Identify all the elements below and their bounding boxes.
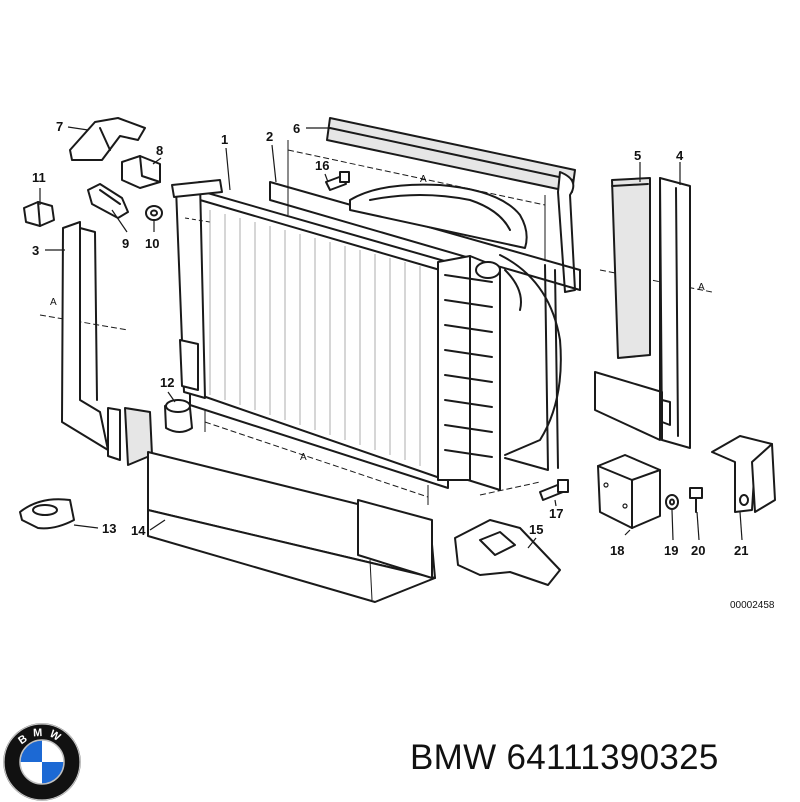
diagram-reference-code: 00002458 — [730, 600, 775, 611]
callout-11: 11 — [32, 170, 46, 185]
part-caption: BMW 64111390325 — [410, 738, 719, 777]
right-expansion-tank — [437, 255, 501, 491]
part-21-bracket — [711, 435, 776, 513]
callout-12: 12 — [160, 375, 174, 390]
radiator-fins — [209, 210, 421, 466]
part-16-bolt — [325, 171, 350, 191]
callout-15: 15 — [529, 522, 543, 537]
part-9-temperature-switch — [87, 183, 129, 219]
part-7-clip — [69, 117, 146, 161]
callout-6: 6 — [293, 121, 300, 136]
bmw-logo: BMW — [3, 723, 81, 801]
dimension-label: A — [698, 282, 705, 293]
part-15-lower-mount — [454, 519, 561, 586]
part-4-right-bracket — [594, 177, 691, 449]
fan-shroud-dome — [349, 183, 562, 456]
callout-18: 18 — [610, 543, 624, 558]
dimension-label: A — [300, 452, 307, 463]
callout-5: 5 — [634, 148, 641, 163]
part-20-screw — [689, 487, 703, 513]
callout-14: 14 — [131, 523, 146, 538]
callout-17: 17 — [549, 506, 563, 521]
part-10-washer — [145, 205, 163, 221]
logo-quadrant-blue — [42, 762, 64, 784]
part-1-radiator — [171, 179, 449, 489]
part-17-bolt — [539, 479, 569, 501]
callout-labels: 1 2 3 4 5 6 7 8 9 10 11 12 13 14 15 16 1… — [32, 119, 748, 558]
part-3-left-bracket — [61, 221, 153, 466]
part-11-drain-plug — [23, 201, 55, 227]
callout-3: 3 — [32, 243, 39, 258]
callout-20: 20 — [691, 543, 705, 558]
part-14-air-guide — [147, 451, 436, 603]
logo-quadrant-blue — [20, 740, 42, 762]
callout-19: 19 — [664, 543, 678, 558]
part-13-clip — [19, 498, 75, 530]
callout-13: 13 — [102, 521, 116, 536]
callout-2: 2 — [266, 129, 273, 144]
dimension-labels: A A A A — [50, 174, 705, 463]
dimension-label: A — [50, 297, 57, 308]
callout-1: 1 — [221, 132, 228, 147]
part-19-washer — [665, 494, 679, 510]
leader-lines — [39, 126, 743, 549]
dimension-label: A — [420, 174, 427, 185]
callout-4: 4 — [676, 148, 684, 163]
part-6-seal-strip — [326, 117, 576, 293]
callout-21: 21 — [734, 543, 748, 558]
part-8-rubber-block — [121, 155, 161, 189]
callout-9: 9 — [122, 236, 129, 251]
part-5-side-seal — [611, 177, 651, 359]
part-2-shroud-frame — [269, 181, 581, 471]
part-12-rubber-mount — [164, 399, 193, 433]
callout-7: 7 — [56, 119, 63, 134]
callout-16: 16 — [315, 158, 329, 173]
part-18-control-unit — [597, 454, 661, 529]
callout-8: 8 — [156, 143, 163, 158]
callout-10: 10 — [145, 236, 159, 251]
